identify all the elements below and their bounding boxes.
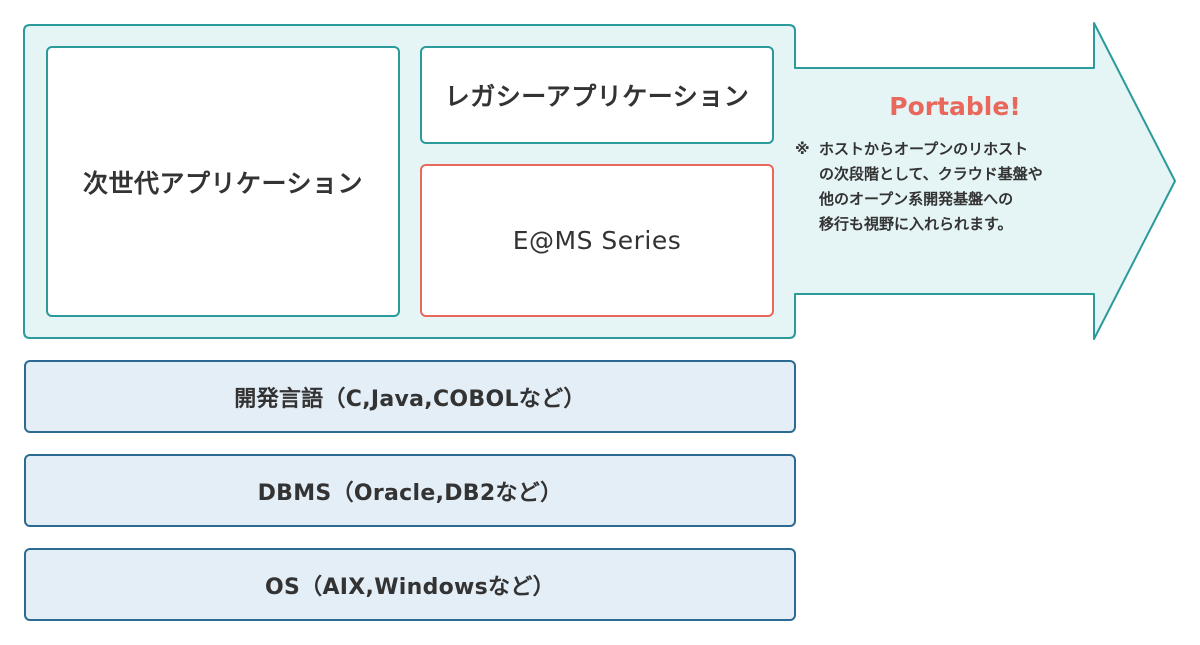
os-layer-label: OS（AIX,Windowsなど） <box>265 574 555 600</box>
language-layer-label: 開発言語（C,Java,COBOLなど） <box>234 386 586 412</box>
note-line: 他のオープン系開発基盤への <box>819 190 1014 208</box>
note-mark: ※ <box>795 140 810 158</box>
note-line: 移行も視野に入れられます。 <box>819 215 1013 233</box>
legacy-application-box: レガシーアプリケーション <box>420 46 774 144</box>
note-line: の次段階として、クラウド基盤や <box>819 165 1043 183</box>
next-gen-application-box: 次世代アプリケーション <box>46 46 400 317</box>
os-layer: OS（AIX,Windowsなど） <box>24 548 796 621</box>
next-gen-application-label: 次世代アプリケーション <box>82 168 363 198</box>
ems-series-box: E@MS Series <box>420 164 774 317</box>
language-layer: 開発言語（C,Java,COBOLなど） <box>24 360 796 433</box>
ems-series-label: E@MS Series <box>512 226 682 255</box>
dbms-layer: DBMS（Oracle,DB2など） <box>24 454 796 527</box>
note-line-text: ホストからオープンのリホスト <box>819 140 1029 158</box>
dbms-layer-label: DBMS（Oracle,DB2など） <box>257 480 563 506</box>
note-line: ※ ホストからオープンのリホスト <box>795 137 1105 162</box>
legacy-application-label: レガシーアプリケーション <box>444 82 750 111</box>
portable-title: Portable! <box>889 92 1021 121</box>
portable-note: ※ ホストからオープンのリホスト の次段階として、クラウド基盤や 他のオープン系開… <box>795 137 1105 237</box>
